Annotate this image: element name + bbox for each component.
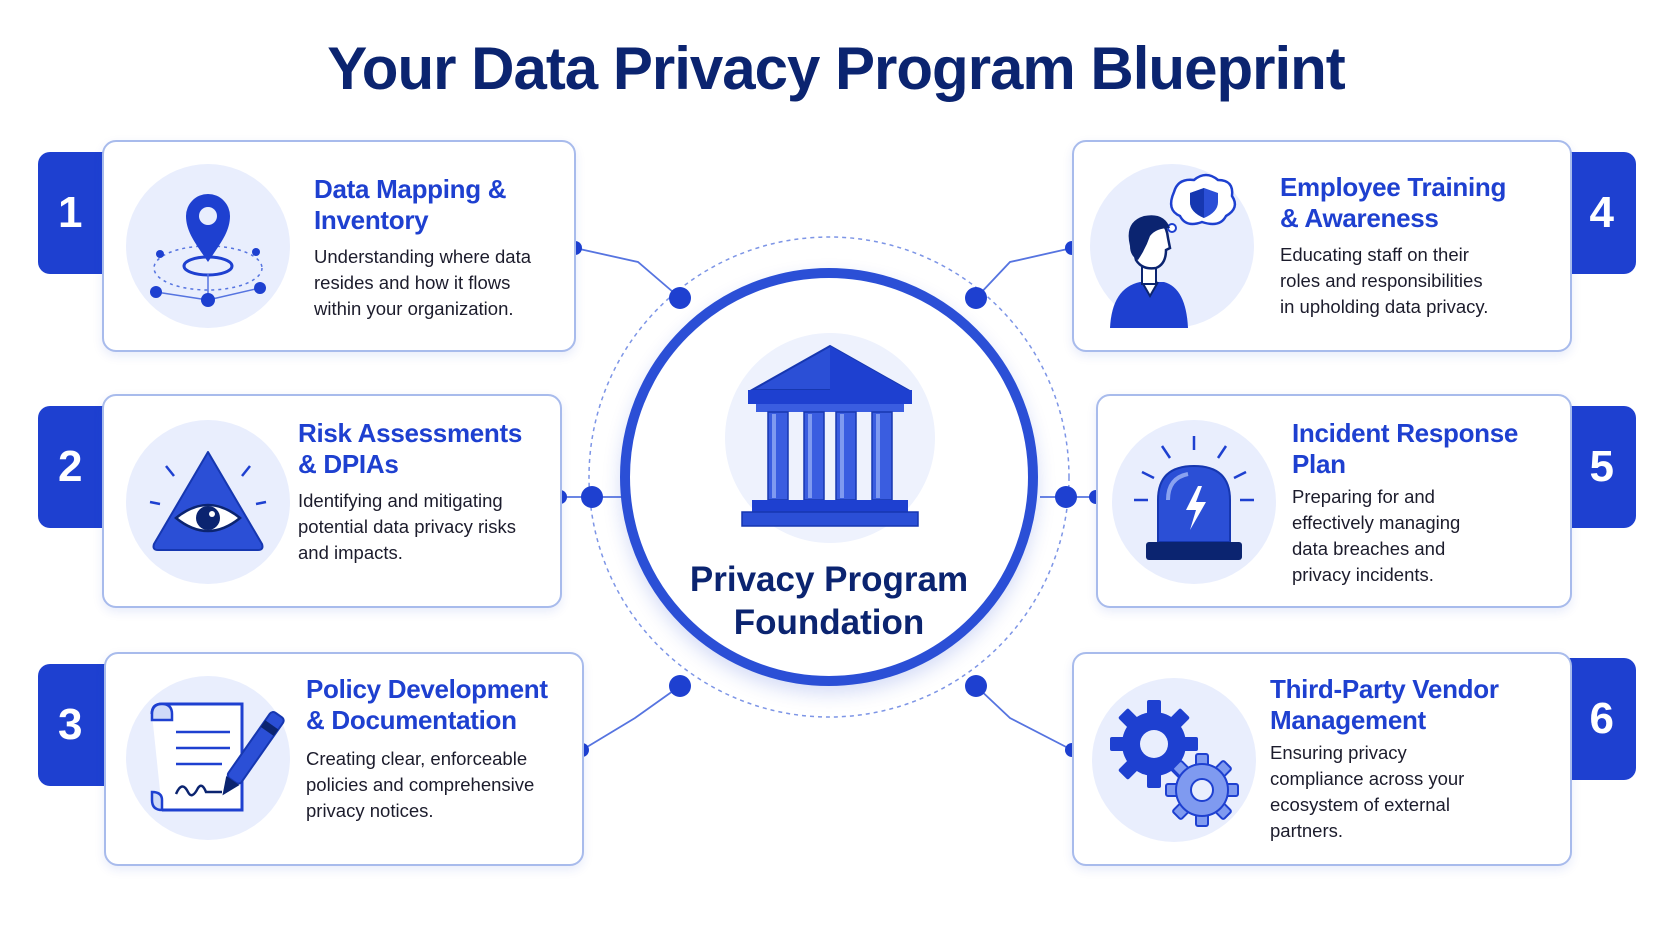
step-card-3: Policy Development& Documentation Creati… <box>104 652 584 866</box>
document-pen-icon <box>126 676 290 840</box>
step-card-2: Risk Assessments& DPIAs Identifying and … <box>102 394 562 608</box>
connector-node <box>965 675 987 697</box>
connector-node <box>1055 486 1077 508</box>
dashed-orbit <box>588 236 1070 718</box>
step-title-1: Data Mapping &Inventory <box>314 174 507 235</box>
location-pin-network-icon <box>126 164 290 328</box>
connector-node <box>581 486 603 508</box>
connector-4 <box>975 247 1073 299</box>
step-title-2: Risk Assessments& DPIAs <box>298 418 523 479</box>
step-card-1: Data Mapping &Inventory Understanding wh… <box>102 140 576 352</box>
connector-node <box>669 287 691 309</box>
connector-1 <box>574 247 681 299</box>
step-title-3: Policy Development& Documentation <box>306 674 548 735</box>
person-thinking-shield-icon <box>1090 164 1254 328</box>
gears-icon <box>1092 678 1256 842</box>
step-card-4: Employee Training& Awareness Educating s… <box>1072 140 1572 352</box>
institution-building-icon <box>680 308 980 553</box>
connector-6 <box>975 685 1073 751</box>
alarm-siren-icon <box>1112 420 1276 584</box>
step-title-4: Employee Training& Awareness <box>1280 172 1507 233</box>
connector-node <box>965 287 987 309</box>
connector-node <box>669 675 691 697</box>
page-title: Your Data Privacy Program Blueprint <box>327 35 1346 102</box>
connector-3 <box>581 685 681 751</box>
warning-eye-icon <box>126 420 290 584</box>
